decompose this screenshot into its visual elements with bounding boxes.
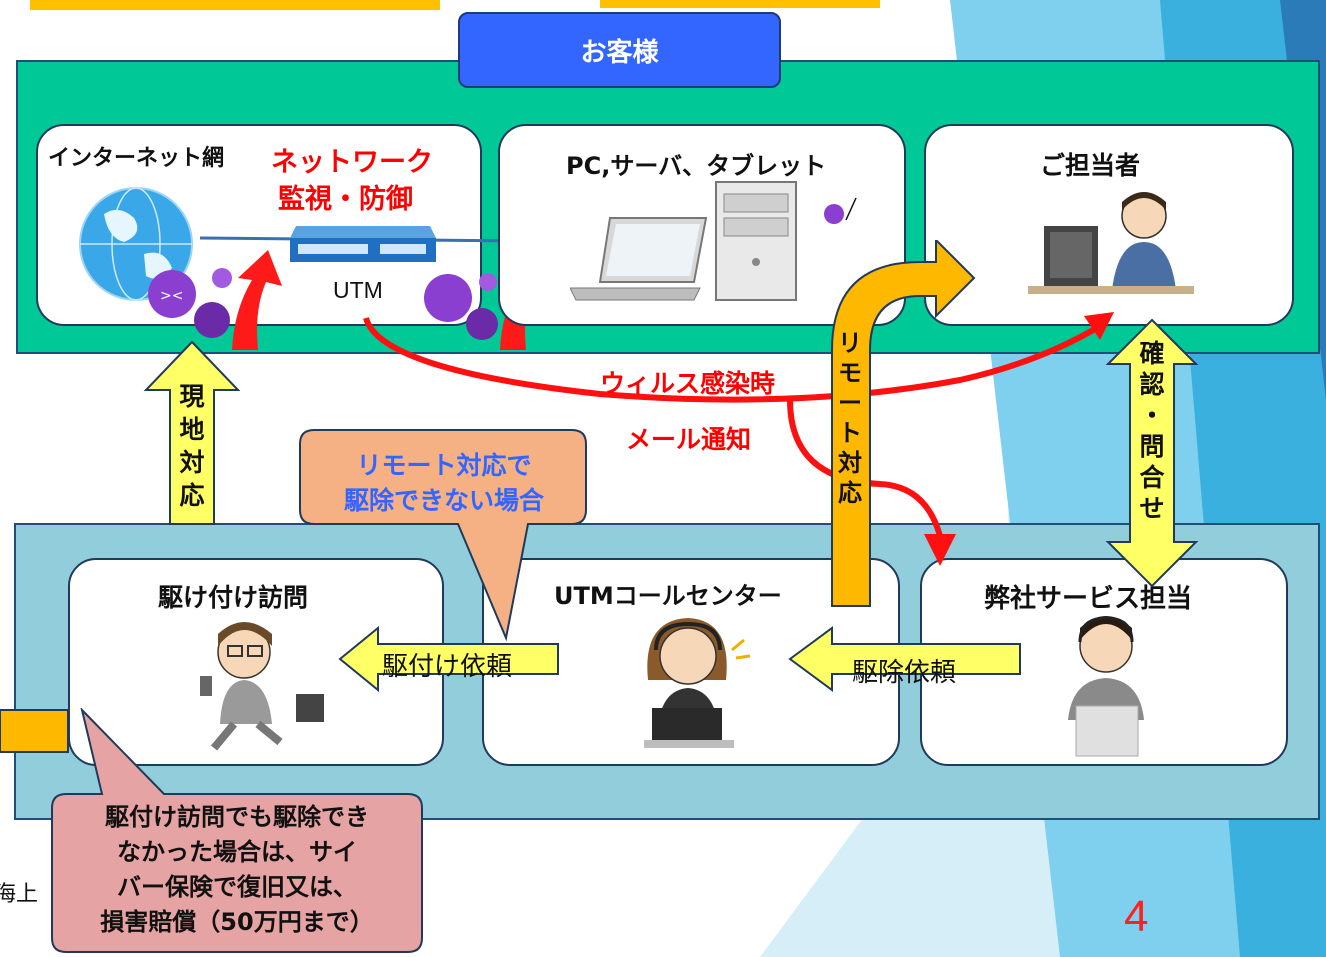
- attack-arrow-icon: [232, 250, 282, 350]
- confirm-char: 確: [1139, 339, 1165, 368]
- virus-icon: [424, 273, 498, 340]
- confirm-char: 合: [1139, 463, 1165, 492]
- onsite-char: 対: [179, 448, 205, 477]
- removal-request-label: 駆除依頼: [852, 658, 957, 688]
- person-in-charge-card-title: ご担当者: [1040, 151, 1141, 180]
- page-number: 4: [1124, 892, 1149, 941]
- virus-icon: ><: [148, 268, 232, 338]
- remote-fail-line1: リモート対応で: [356, 451, 532, 480]
- insurance-callout: 駆付け訪問でも駆除でき なかった場合は、サイ バー保険で復旧又は、 損害賠償（5…: [56, 800, 418, 940]
- virus-small-icon: [824, 197, 857, 224]
- customer-label: お客様: [458, 12, 781, 88]
- left-edge-arrow: [0, 709, 69, 753]
- remote-char: 応: [838, 479, 862, 507]
- virus-infection-label: ウィルス感染時: [600, 369, 776, 398]
- utm-device-label: UTM: [333, 277, 383, 303]
- pc-server-icon: [570, 181, 797, 301]
- confirm-inquiry-label: 確 認 ・ 問 合 せ: [1132, 338, 1172, 524]
- onsite-char: 地: [179, 415, 205, 444]
- insurance-line4: 損害賠償（50万円まで）: [100, 908, 374, 936]
- visit-request-arrow: [338, 626, 559, 692]
- onsite-char: 応: [179, 481, 205, 510]
- confirm-char: ・: [1139, 401, 1165, 430]
- insurance-line3: バー保険で復旧又は、: [117, 873, 357, 901]
- network-label-line1: ネットワーク: [271, 147, 433, 178]
- remote-fail-line2: 駆除できない場合: [343, 486, 544, 515]
- service-card-title: 弊社サービス担当: [984, 584, 1193, 614]
- insurance-line2: なかった場合は、サイ: [117, 838, 357, 866]
- call-center-operator-icon: [644, 618, 751, 748]
- insurance-callout-shape: [51, 708, 423, 953]
- remote-char: モ: [838, 359, 862, 387]
- network-label-line2: 監視・防御: [278, 184, 413, 215]
- remote-fail-callout-shape: [299, 429, 587, 642]
- remote-fail-callout: リモート対応で 駆除できない場合: [300, 448, 588, 518]
- onsite-support-arrow: [143, 340, 241, 525]
- internet-card-title: インターネット網: [48, 146, 225, 171]
- call-center-card-title: UTMコールセンター: [554, 582, 782, 610]
- remote-support-label: リ モ ー ト 対 応: [832, 328, 868, 508]
- onsite-char: 現: [179, 382, 205, 411]
- left-edge-text: 海上: [0, 882, 39, 907]
- visit-card-title: 駆け付け訪問: [158, 583, 309, 612]
- insurance-line1: 駆付け訪問でも駆除でき: [105, 803, 369, 831]
- remote-char: ー: [838, 389, 862, 417]
- removal-request-arrow: [788, 626, 1021, 692]
- confirm-char: 認: [1139, 370, 1165, 399]
- support-staff-icon: [1068, 616, 1144, 757]
- running-staff-icon: [200, 622, 324, 751]
- remote-char: 対: [838, 449, 862, 477]
- confirm-inquiry-arrow: [1105, 318, 1199, 588]
- remote-char: ト: [838, 419, 862, 447]
- confirm-char: 問: [1139, 432, 1165, 461]
- svg-text:><: ><: [160, 288, 183, 304]
- mail-notice-label: メール通知: [626, 425, 752, 454]
- remote-support-arrow: [831, 240, 976, 607]
- confirm-char: せ: [1139, 494, 1165, 523]
- devices-card-title: PC,サーバ、タブレット: [566, 152, 827, 180]
- remote-char: リ: [838, 329, 862, 357]
- utm-device-icon: [290, 226, 436, 262]
- visit-request-label: 駆付け依頼: [382, 652, 513, 682]
- office-worker-icon: [1028, 192, 1194, 294]
- onsite-support-label: 現 地 対 応: [172, 380, 212, 512]
